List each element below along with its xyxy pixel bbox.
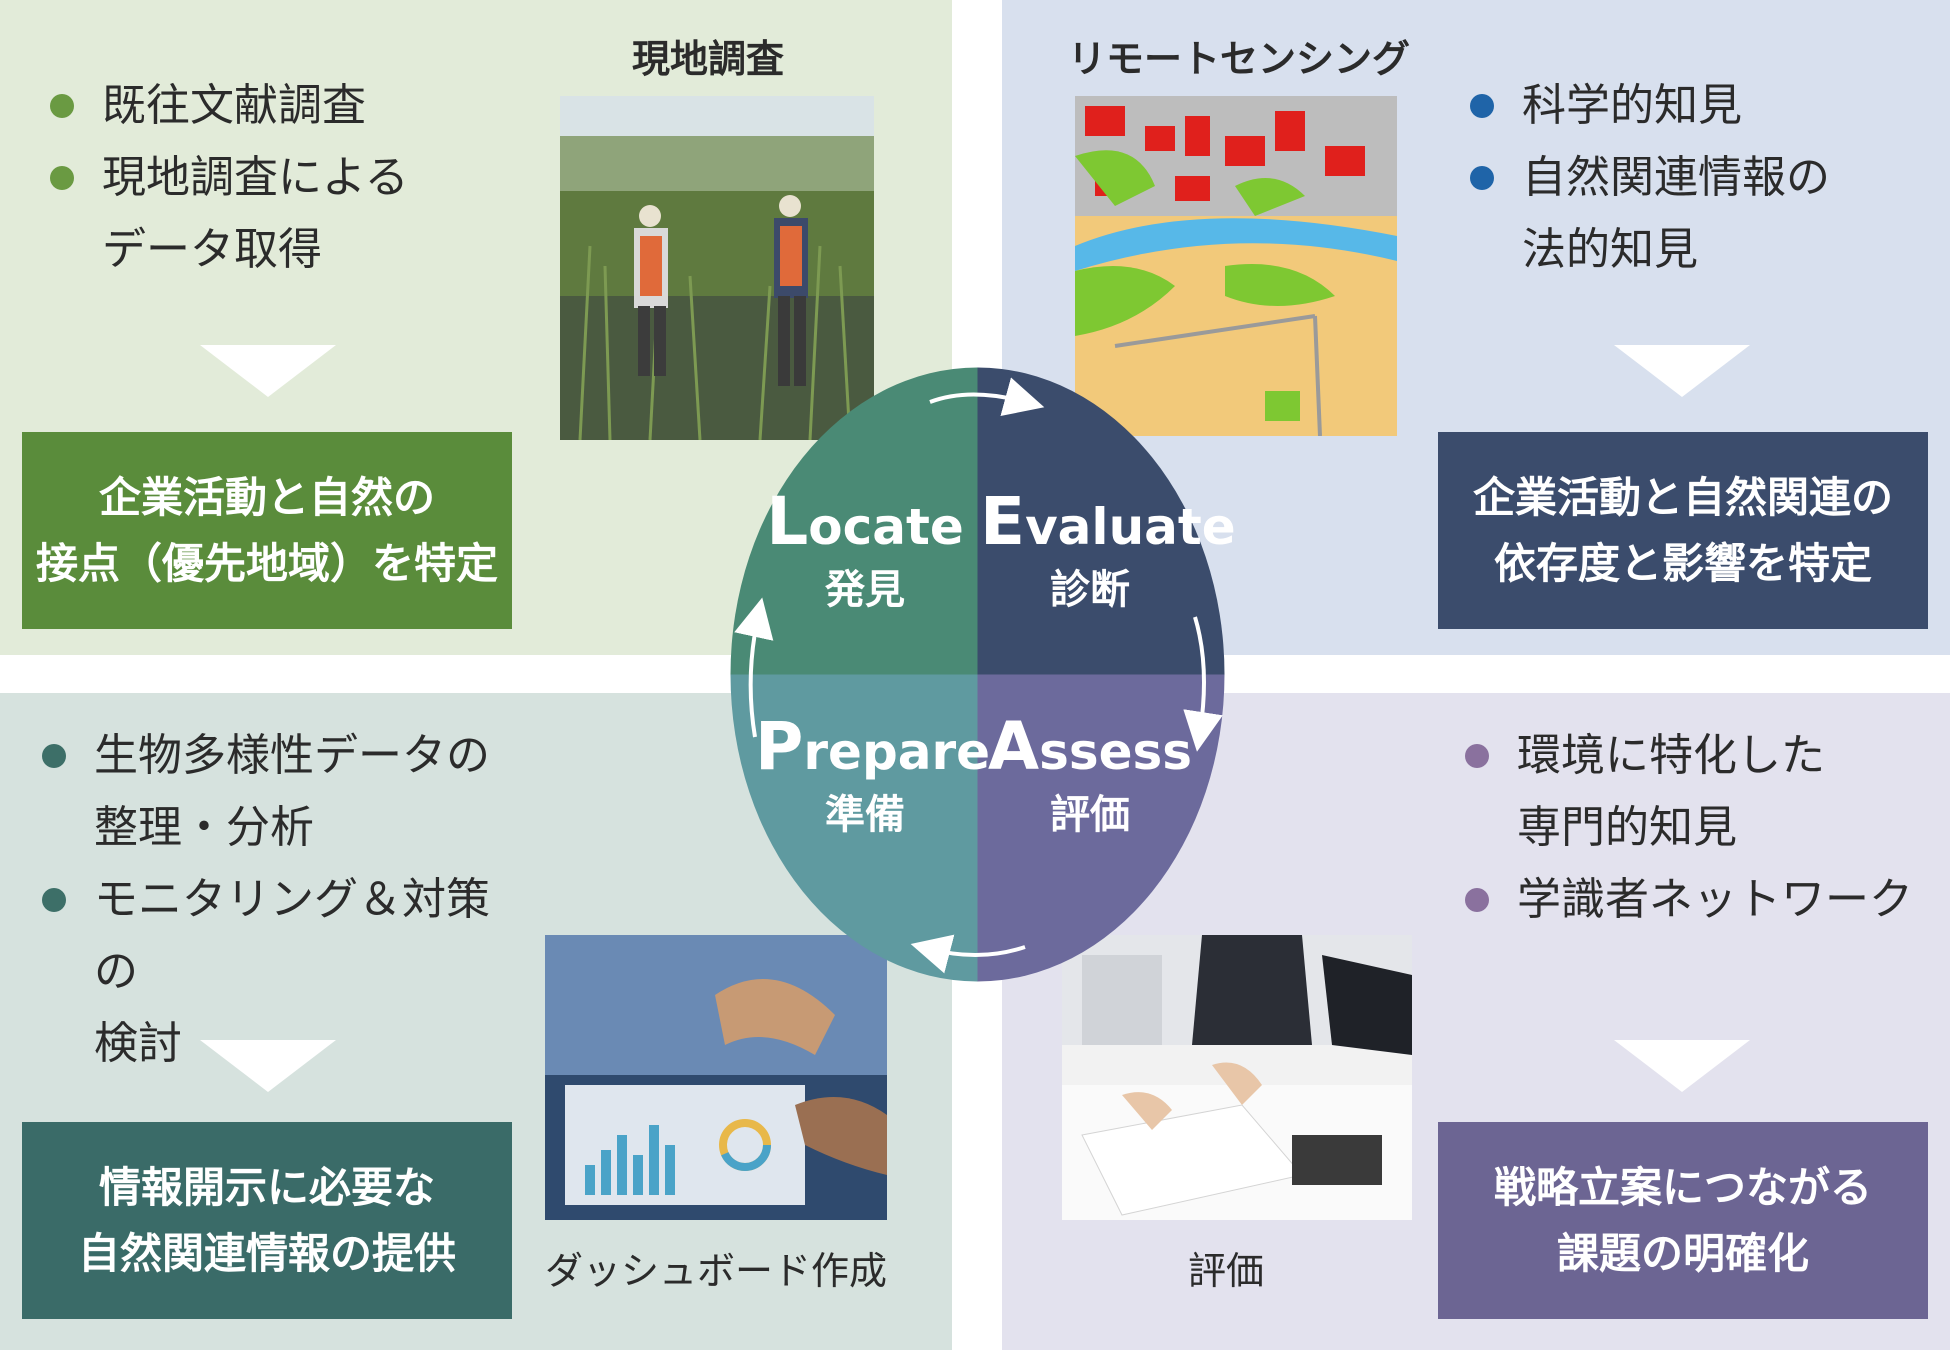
bullet-dot-icon xyxy=(42,888,66,912)
cycle-arrow-icon xyxy=(910,934,1026,974)
cycle-diagram: Locate 発見 Evaluate 診断 Prepare 準備 Assess … xyxy=(730,367,1236,982)
field-survey-caption: 現地調査 xyxy=(632,37,785,81)
prepare-result-box: 情報開示に必要な 自然関連情報の提供 xyxy=(22,1122,512,1319)
phase-locate: Locate 発見 xyxy=(766,483,964,614)
down-triangle-icon xyxy=(200,1040,336,1092)
remote-sensing-caption: リモートセンシング xyxy=(1068,37,1411,81)
bullet-dot-icon xyxy=(42,744,66,768)
locate-bullet-list: 既往文献調査 現地調査による データ取得 xyxy=(50,70,490,286)
locate-result-box: 企業活動と自然の 接点（優先地域）を特定 xyxy=(22,432,512,629)
assess-bullet-list: 環境に特化した 専門的知見 学識者ネットワーク xyxy=(1465,720,1935,936)
prepare-bullet-item: モニタリング＆対策の 検討 xyxy=(42,864,522,1080)
cycle-arrow-icon xyxy=(929,377,1045,417)
bullet-dot-icon xyxy=(1465,888,1489,912)
evaluation-photo xyxy=(1062,935,1412,1220)
phase-evaluate: Evaluate 診断 xyxy=(980,483,1236,614)
remote-sensing-map xyxy=(1075,96,1397,436)
evaluate-bullet-item: 自然関連情報の 法的知見 xyxy=(1470,142,1910,286)
field-survey-photo xyxy=(560,96,874,440)
bullet-dot-icon xyxy=(1470,166,1494,190)
phase-prepare: Prepare 準備 xyxy=(755,708,991,839)
cycle-arrow-icon xyxy=(1183,616,1223,752)
bullet-dot-icon xyxy=(50,94,74,118)
bullet-dot-icon xyxy=(1465,744,1489,768)
bullet-dot-icon xyxy=(50,166,74,190)
phase-assess: Assess 評価 xyxy=(987,708,1193,839)
evaluate-bullet-list: 科学的知見 自然関連情報の 法的知見 xyxy=(1470,70,1910,286)
down-triangle-icon xyxy=(200,345,336,397)
assess-result-box: 戦略立案につながる 課題の明確化 xyxy=(1438,1122,1928,1319)
down-triangle-icon xyxy=(1614,345,1750,397)
dashboard-photo xyxy=(545,935,887,1220)
locate-bullet-item: 現地調査による データ取得 xyxy=(50,142,490,286)
assess-bullet-item: 学識者ネットワーク xyxy=(1465,864,1935,936)
evaluation-caption: 評価 xyxy=(1188,1249,1265,1293)
cycle-arrow-icon xyxy=(734,597,774,738)
dashboard-caption: ダッシュボード作成 xyxy=(545,1249,888,1293)
evaluate-result-box: 企業活動と自然関連の 依存度と影響を特定 xyxy=(1438,432,1928,629)
bullet-dot-icon xyxy=(1470,94,1494,118)
assess-bullet-item: 環境に特化した 専門的知見 xyxy=(1465,720,1935,864)
down-triangle-icon xyxy=(1614,1040,1750,1092)
locate-bullet-item: 既往文献調査 xyxy=(50,70,490,142)
prepare-bullet-list: 生物多様性データの 整理・分析 モニタリング＆対策の 検討 xyxy=(42,720,522,1080)
evaluate-bullet-item: 科学的知見 xyxy=(1470,70,1910,142)
prepare-bullet-item: 生物多様性データの 整理・分析 xyxy=(42,720,522,864)
